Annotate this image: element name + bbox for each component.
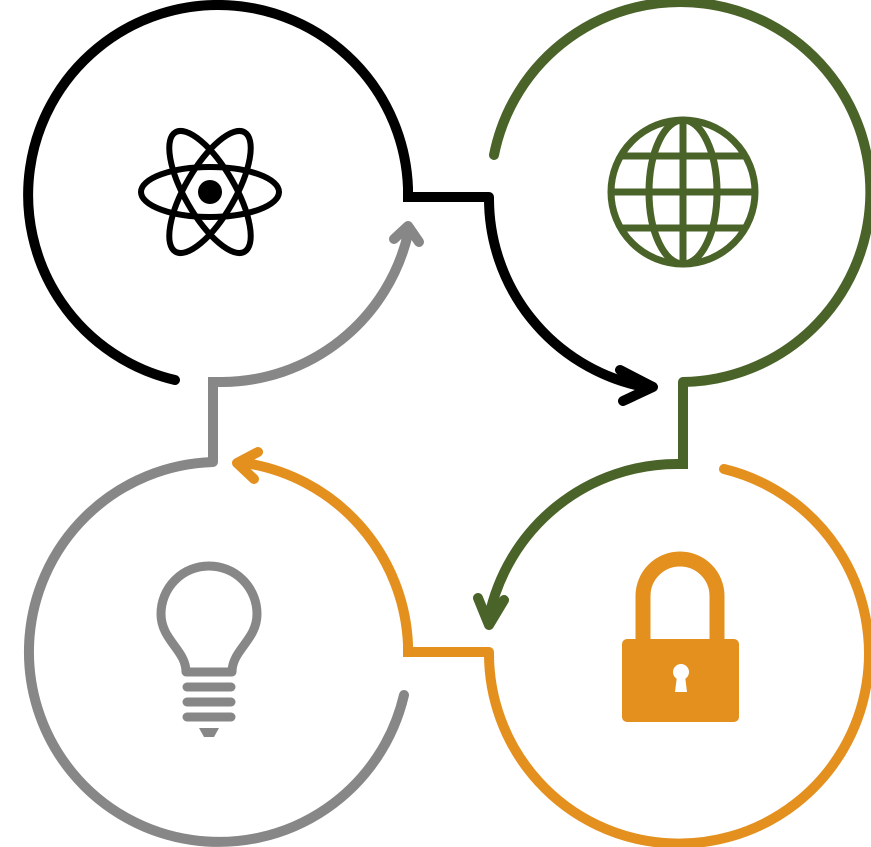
security-ring-arc xyxy=(483,464,871,847)
science-ring-arc xyxy=(23,0,413,385)
global-ring-arc xyxy=(489,0,871,387)
atom-icon xyxy=(138,127,282,257)
node-science xyxy=(23,0,658,406)
science-to-global-arrow-arc xyxy=(483,192,645,391)
security-to-idea-arrowhead xyxy=(232,447,263,484)
padlock-icon xyxy=(622,551,739,722)
node-idea xyxy=(24,221,424,847)
globe-icon xyxy=(607,116,759,268)
node-security xyxy=(232,447,871,847)
node-global xyxy=(473,0,871,630)
global-to-security-connector xyxy=(678,382,688,469)
science-to-global-connector xyxy=(403,188,489,202)
lightbulb-icon xyxy=(156,561,262,737)
security-to-idea-arrow-arc xyxy=(240,458,413,650)
idea-to-science-connector xyxy=(208,377,222,462)
global-to-security-arrowhead xyxy=(473,593,509,630)
idea-ring-arc xyxy=(24,457,409,847)
idea-to-science-arrowhead xyxy=(389,221,424,247)
security-to-idea-connector xyxy=(403,645,489,657)
science-to-global-arrowhead xyxy=(615,365,658,406)
global-to-security-arrow-arc xyxy=(484,458,683,622)
idea-to-science-arrow-arc xyxy=(217,229,413,387)
